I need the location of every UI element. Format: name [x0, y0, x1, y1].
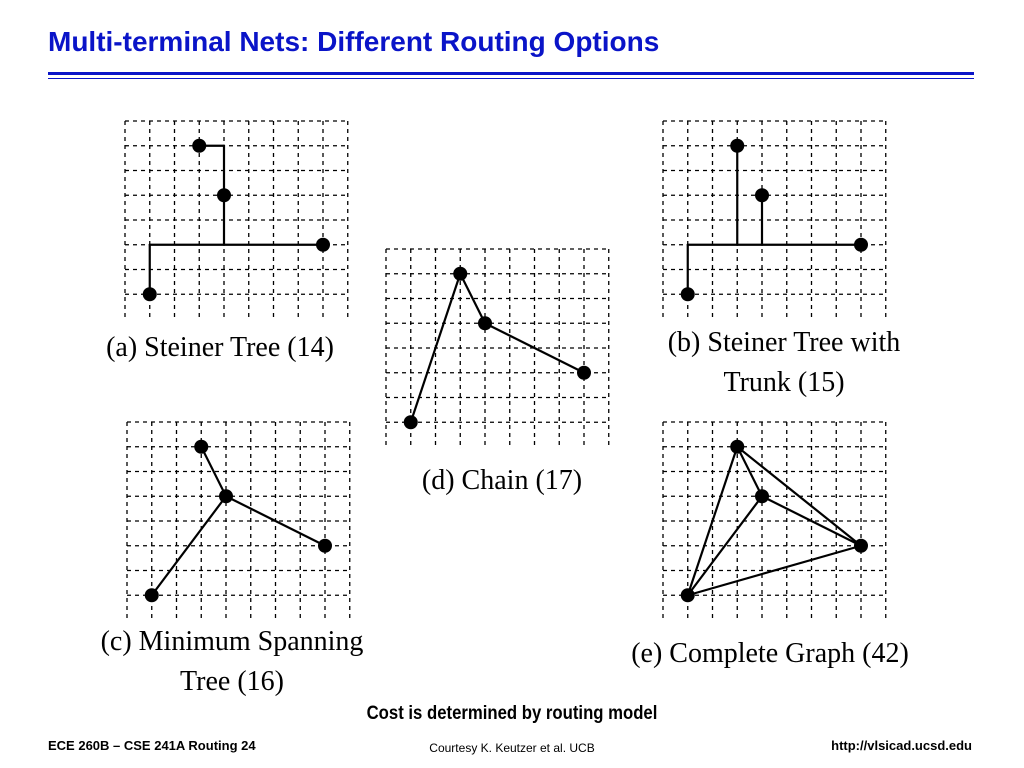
net-wire: [686, 445, 739, 597]
diagram-minimum-spanning-tree: [126, 421, 351, 618]
terminal-dot: [217, 188, 231, 203]
terminal-dot: [142, 287, 157, 302]
panel-chain: [382, 245, 612, 445]
net-wire: [200, 445, 228, 498]
terminal-dot: [755, 489, 769, 504]
caption-chain: (d) Chain (17): [322, 461, 682, 501]
footer-url-link[interactable]: http://vlsicad.ucsd.edu: [831, 738, 972, 753]
grid-lines: [662, 120, 887, 317]
terminal-dot: [144, 588, 159, 603]
terminal-dot: [316, 237, 330, 252]
caption-line: Tree (16): [180, 666, 284, 697]
net-wire: [409, 272, 462, 424]
terminal-dot: [194, 439, 209, 454]
panel-minimum-spanning-tree: [123, 418, 353, 618]
cost-footnote: Cost is determined by routing model: [366, 703, 658, 724]
net-wire: [760, 495, 863, 547]
net-wire: [150, 495, 228, 597]
terminal-dot: [577, 365, 591, 380]
terminal-dot: [680, 588, 695, 603]
terminal-dot: [680, 287, 695, 302]
caption-line: (a) Steiner Tree (14): [106, 332, 334, 363]
terminal-dot: [730, 439, 745, 454]
title-rule: [48, 72, 974, 75]
terminal-dot: [854, 237, 868, 252]
grid-lines: [126, 421, 351, 618]
net-wire: [483, 322, 586, 374]
panel-steiner-tree: [121, 117, 351, 317]
panel-steiner-tree-trunk: [659, 117, 889, 317]
grid-lines: [662, 421, 887, 618]
caption-steiner-tree-trunk: (b) Steiner Tree with Trunk (15): [604, 323, 964, 403]
net-wire: [459, 272, 487, 325]
title-rule-secondary: [48, 78, 974, 79]
footer-course: ECE 260B – CSE 241A Routing 24: [48, 738, 256, 753]
terminal-dot: [730, 138, 745, 153]
slide-title: Multi-terminal Nets: Different Routing O…: [48, 26, 660, 57]
caption-line: (b) Steiner Tree with: [667, 327, 901, 358]
caption-steiner-tree: (a) Steiner Tree (14): [40, 328, 400, 368]
caption-line: Trunk (15): [723, 367, 845, 398]
grid-lines: [124, 120, 349, 317]
terminal-dot: [318, 538, 332, 553]
footer-credit: Courtesy K. Keutzer et al. UCB: [429, 741, 595, 755]
terminal-dot: [478, 316, 492, 331]
caption-line: (c) Minimum Spanning: [100, 626, 364, 657]
caption-minimum-spanning-tree: (c) Minimum Spanning Tree (16): [40, 622, 424, 702]
diagram-chain: [385, 248, 610, 445]
diagram-steiner-tree: [124, 120, 349, 317]
net-wire: [686, 544, 863, 597]
terminal-dot: [219, 489, 233, 504]
panel-complete-graph: [659, 418, 889, 618]
net-wire: [686, 495, 764, 597]
terminal-dot: [403, 415, 418, 430]
diagram-complete-graph: [662, 421, 887, 618]
caption-complete-graph: (e) Complete Graph (42): [560, 634, 980, 674]
caption-line: (d) Chain (17): [421, 465, 583, 496]
caption-line: (e) Complete Graph (42): [631, 638, 909, 669]
net-wire: [736, 445, 764, 498]
terminal-dot: [192, 138, 207, 153]
net-wire: [224, 495, 327, 547]
grid-lines: [385, 248, 610, 445]
diagram-steiner-tree-trunk: [662, 120, 887, 317]
net-wire: [736, 445, 863, 547]
terminal-dot: [453, 266, 468, 281]
terminal-dot: [755, 188, 769, 203]
terminal-dot: [854, 538, 868, 553]
